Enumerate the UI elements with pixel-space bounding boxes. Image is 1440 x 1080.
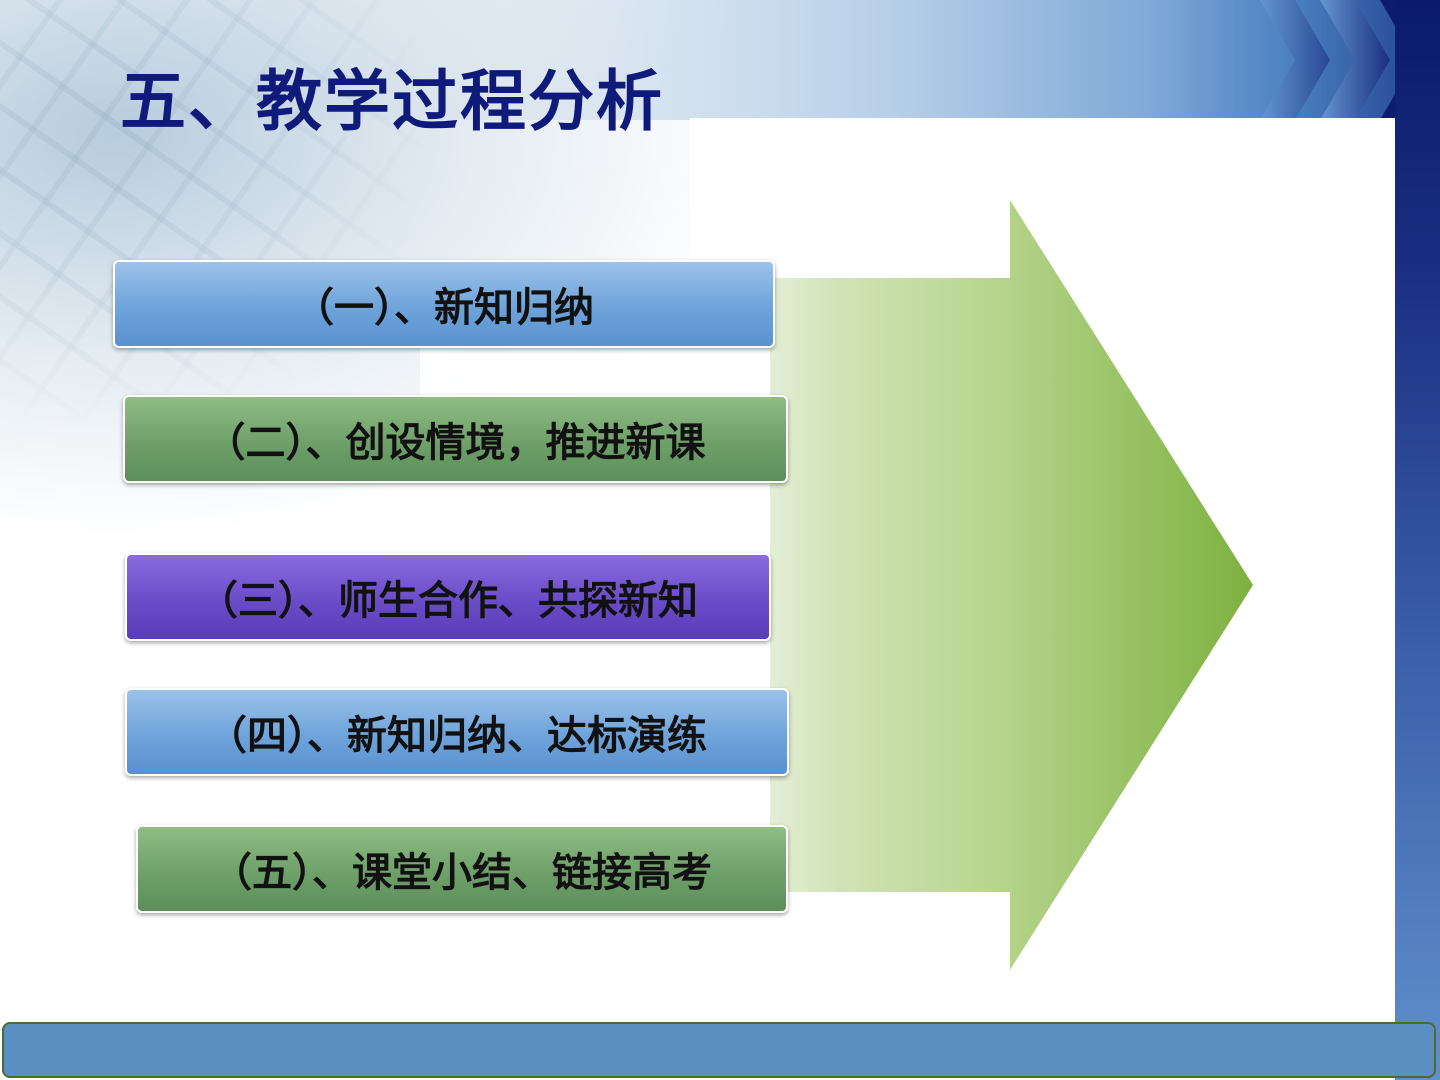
keyboard-background-image — [0, 0, 420, 420]
slide-title: 五、教学过程分析 — [120, 63, 664, 140]
step-1-box[interactable]: （一）、新知归纳 — [113, 260, 775, 348]
process-arrow-icon — [770, 200, 1253, 970]
step-1-label: （一）、新知归纳 — [294, 285, 594, 331]
side-bar — [1395, 0, 1440, 1080]
step-4-box[interactable]: （四）、新知归纳、达标演练 — [125, 688, 789, 776]
step-5-box[interactable]: （五）、课堂小结、链接高考 — [136, 825, 788, 913]
step-2-box[interactable]: （二）、创设情境，推进新课 — [123, 395, 788, 483]
step-5-label: （五）、课堂小结、链接高考 — [212, 850, 712, 896]
step-3-label: （三）、师生合作、共探新知 — [198, 578, 698, 624]
step-3-box[interactable]: （三）、师生合作、共探新知 — [125, 553, 771, 641]
step-2-label: （二）、创设情境，推进新课 — [205, 420, 706, 466]
bottom-bar — [2, 1022, 1436, 1078]
step-4-label: （四）、新知归纳、达标演练 — [207, 713, 707, 759]
